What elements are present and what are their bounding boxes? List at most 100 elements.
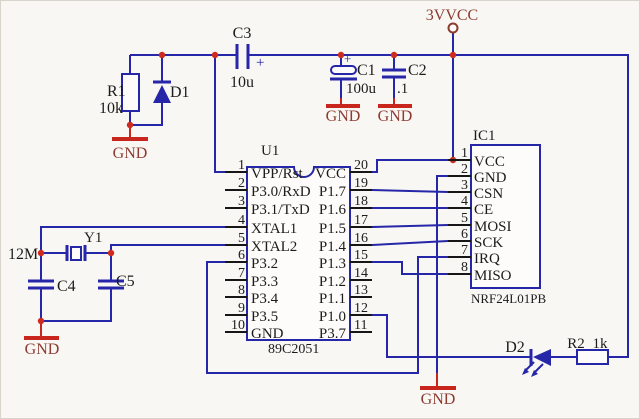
u1-pin5-label: XTAL2 [251,239,297,255]
wire-p10-led [372,314,530,358]
c2-value-label: .1 [397,81,408,97]
gnd-label-r1: GND [113,145,148,162]
u1-pin8-label: P3.4 [251,291,279,307]
y1-freq-label: 12M [8,246,38,263]
junction-dot [390,51,398,59]
c2-ref-label: C2 [408,62,427,79]
wires [40,33,629,374]
power-rail-label: 3VVCC [426,7,478,24]
u1-pin12-number: 12 [354,301,368,316]
ic1-pin6-label: SCK [474,235,503,251]
u1-pin19-label: P1.7 [319,184,347,200]
u1-pin17-number: 17 [354,213,368,228]
ic1-pin3-number: 3 [461,178,468,193]
led-d2-arrow2 [525,361,535,371]
ic1-pin7-label: IRQ [474,251,500,267]
u1-pin14-label: P1.2 [319,274,346,290]
u1-pin4-label: XTAL1 [251,221,297,237]
u1-pin9-number: 9 [238,301,245,316]
c3-ref-label: C3 [233,25,252,42]
ic1-pins: 1 VCC 2 GND 3 CSN 4 CE 5 MOSI 6 SCK 7 IR… [448,146,512,284]
wire-reset [214,55,226,173]
component-bodies [28,22,609,377]
u1-pin3-label: P3.1/TxD [251,202,310,218]
ic1-pin1-number: 1 [461,146,468,161]
c4-ref-label: C4 [57,278,76,295]
diode-d1-triangle [153,85,171,103]
u1-pin5-number: 5 [238,231,245,246]
u1-pin3-number: 3 [238,194,245,209]
junction-dot [37,317,45,325]
u1-pin7-number: 7 [238,266,245,281]
wire-p13-miso [372,261,448,275]
wire-p14-sck [371,240,449,246]
u1-pin20-label: VCC [315,166,346,182]
wire-p15-mosi [371,224,449,228]
led-d2-arrowhead1 [531,370,538,377]
gnd-label-bottom: GND [421,391,456,408]
u1-pin10-number: 10 [231,318,245,333]
ic1-pin5-number: 5 [461,211,468,226]
ic1-chip-body [470,144,541,289]
u1-chip-body [246,166,351,341]
junction-dot [337,51,345,59]
ic1-pin8-label: MISO [474,268,512,284]
u1-pin17-label: P1.5 [319,221,346,237]
power-terminal [447,22,459,34]
u1-pin6-label: P3.2 [251,256,278,272]
junction-dot [211,51,219,59]
u1-pin8-number: 8 [238,283,245,298]
u1-pin15-number: 15 [354,248,368,263]
ic1-pin5-label: MOSI [474,219,512,235]
gnd-label-c4: GND [25,341,60,358]
u1-pin14-number: 14 [354,266,368,281]
junction-dot [37,249,45,257]
u1-pin18-label: P1.6 [319,202,347,218]
u1-pin15-label: P1.3 [319,256,346,272]
u1-pin4-number: 4 [238,213,245,228]
junction-dot [158,51,166,59]
crystal-y1-body [70,246,82,261]
ic1-pin3-label: CSN [474,186,503,202]
u1-pin16-number: 16 [354,231,368,246]
ic1-pin2-number: 2 [461,162,468,177]
c1-polarity-mark: + [344,51,351,66]
wire-xtal1 [40,226,226,280]
c3-polarity-mark: + [256,55,264,71]
u1-pin20-number: 20 [354,158,368,173]
u1-pin1-number: 1 [238,158,245,173]
wire-ic1-gnd [436,175,448,373]
ic1-pin8-number: 8 [461,260,468,275]
led-d2-arrowhead2 [522,368,529,375]
r1-ref-label: R1 [107,83,126,100]
u1-part-label: 89C2051 [268,342,319,357]
junction-dot [126,121,134,129]
u1-pin2-label: P3.0/RxD [251,184,311,200]
r1-value-label: 10k [99,100,123,117]
u1-pin7-label: P3.3 [251,274,278,290]
gnd-label-c1: GND [326,108,361,125]
junction-dot [449,51,457,59]
c1-ref-label: C1 [357,62,376,79]
wire-r1-d1-bottom [129,103,163,126]
wire-xtal2 [110,244,226,280]
u1-pin19-number: 19 [354,176,368,191]
r2-value-label: 1k [593,336,609,352]
component-labels: R1 10k D1 C3 10u + + C1 100u C2 .1 3VVCC… [8,7,608,408]
u1-pin1-label: VPP/Rst [251,166,304,182]
d1-ref-label: D1 [170,84,190,101]
led-d2-arrow1 [534,363,544,373]
u1-pins: 1 VPP/Rst 2 P3.0/RxD 3 P3.1/TxD 4 XTAL1 … [225,158,372,342]
gnd-label-c2: GND [378,108,413,125]
u1-pin13-number: 13 [354,283,368,298]
u1-ref-label: U1 [261,143,279,159]
d2-ref-label: D2 [505,339,525,356]
u1-pin9-label: P3.5 [251,309,278,325]
ic1-ref-label: IC1 [473,128,496,144]
led-d2-triangle [533,349,551,366]
u1-pin12-label: P1.0 [319,309,346,325]
y1-ref-label: Y1 [84,230,102,246]
u1-pin11-number: 11 [354,318,367,333]
